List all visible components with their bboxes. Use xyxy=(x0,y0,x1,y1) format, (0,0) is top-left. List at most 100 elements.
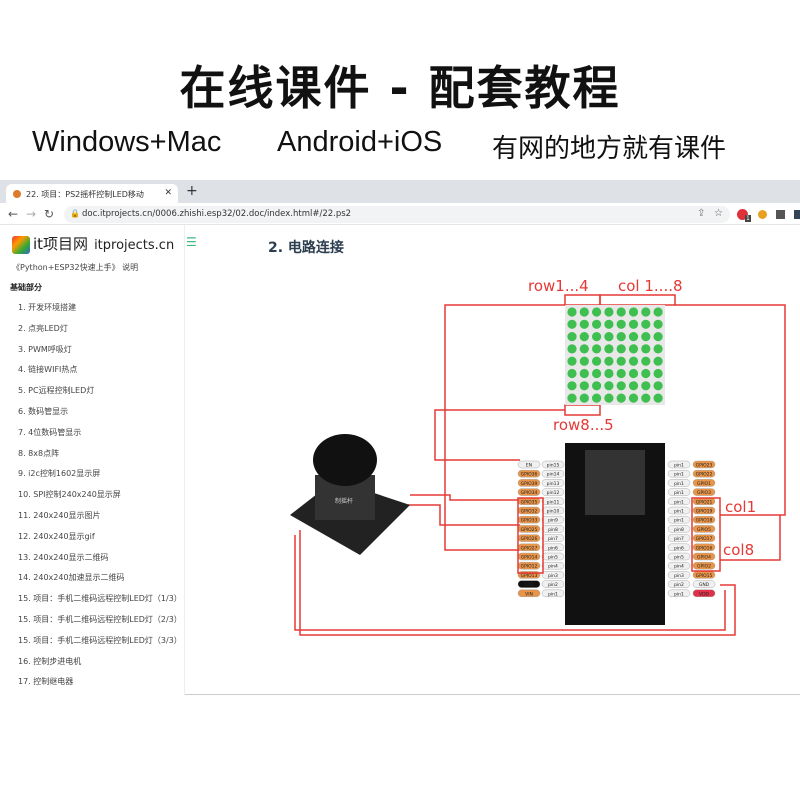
right-pin-number: pin1 xyxy=(667,488,691,496)
led-dot xyxy=(579,332,589,342)
led-dot xyxy=(579,344,589,354)
extension3-icon[interactable] xyxy=(794,210,800,219)
right-pin-name: GPIO1 xyxy=(692,479,716,487)
svg-text:GPIO5: GPIO5 xyxy=(697,527,711,533)
svg-text:pin8: pin8 xyxy=(674,527,684,533)
led-dot xyxy=(641,368,651,379)
sidebar-item[interactable]: 2. 点亮LED灯 xyxy=(18,323,68,333)
sidebar-item[interactable]: 17. 控制继电器 xyxy=(18,677,74,687)
led-dot xyxy=(579,368,589,379)
extension-icon[interactable] xyxy=(737,209,748,220)
led-dot xyxy=(628,344,639,354)
sidebar-item[interactable]: 6. 数码管显示 xyxy=(18,407,69,416)
sidebar-item[interactable]: 8. 8x8点阵 xyxy=(18,448,60,458)
sidebar-item[interactable]: 3. PWM呼吸灯 xyxy=(18,344,72,354)
right-pin-name: GPIO4 xyxy=(692,552,716,561)
svg-text:pin1: pin1 xyxy=(674,591,684,597)
left-pin-name: GPIO36 xyxy=(517,469,541,478)
sidebar-item[interactable]: 4. 链接WIFI热点 xyxy=(18,365,78,375)
led-dot xyxy=(653,332,663,342)
left-pin-name: GPIO35 xyxy=(517,497,541,505)
led-dot xyxy=(653,344,663,354)
share-icon[interactable]: ⇪ xyxy=(697,208,706,219)
sidebar-item[interactable]: 1. 开发环境搭建 xyxy=(18,303,77,312)
right-pin-number: pin1 xyxy=(667,497,691,505)
sidebar-item[interactable]: 11. 240x240显示图片 xyxy=(18,511,101,520)
sidebar-item[interactable]: 13. 240x240显示二维码 xyxy=(18,552,109,562)
svg-text:pin14: pin14 xyxy=(547,472,560,478)
led-dot xyxy=(641,393,651,403)
svg-text:GPIO32: GPIO32 xyxy=(521,509,538,515)
esp32-module xyxy=(585,450,645,515)
led-dot xyxy=(653,356,663,366)
new-tab-button[interactable]: + xyxy=(186,183,198,199)
svg-text:VDD: VDD xyxy=(699,591,710,597)
svg-text:pin7: pin7 xyxy=(674,536,684,542)
wire-x xyxy=(410,494,520,501)
platform-mobile: Android+iOS xyxy=(277,126,443,158)
led-dot xyxy=(592,332,602,342)
sidebar-item[interactable]: 5. PC远程控制LED灯 xyxy=(18,386,95,396)
sidebar-intro-link[interactable]: 《Python+ESP32快速上手》 说明 xyxy=(12,263,139,272)
svg-text:GPIO27: GPIO27 xyxy=(521,545,538,551)
right-pin-name: GPIO18 xyxy=(692,516,716,524)
reload-icon[interactable]: ↻ xyxy=(44,207,55,221)
svg-text:GND: GND xyxy=(699,582,710,588)
sidebar-item[interactable]: 12. 240x240显示gif xyxy=(18,531,95,541)
bookmark-star-icon[interactable]: ☆ xyxy=(714,208,723,219)
svg-text:GPIO26: GPIO26 xyxy=(521,536,538,542)
svg-text:pin11: pin11 xyxy=(547,499,560,505)
left-pin-number: pin2 xyxy=(541,580,565,588)
extension2-icon[interactable] xyxy=(758,210,767,219)
led-dot xyxy=(592,344,602,354)
svg-text:pin1: pin1 xyxy=(674,490,684,496)
sidebar-item[interactable]: 15. 项目：手机二维码远程控制LED灯（3/3） xyxy=(18,635,182,645)
browser-tab[interactable]: 22. 项目：PS2摇杆控制LED移动 ✕ xyxy=(6,184,178,203)
led-dot xyxy=(616,319,626,329)
sidebar-item[interactable]: 14. 240x240加速显示二维码 xyxy=(18,573,125,583)
tab-title: 22. 项目：PS2摇杆控制LED移动 xyxy=(26,190,144,199)
back-icon[interactable]: ← xyxy=(8,207,19,221)
svg-text:pin6: pin6 xyxy=(674,545,684,551)
left-pin-name: GPIO26 xyxy=(517,534,541,542)
right-pin-number: pin1 xyxy=(667,516,691,524)
right-pin-name: GPIO16 xyxy=(692,543,716,551)
svg-text:EN: EN xyxy=(526,463,532,469)
sidebar-item[interactable]: 15. 项目：手机二维码远程控制LED灯（2/3） xyxy=(18,615,182,624)
svg-text:pin2: pin2 xyxy=(548,582,558,588)
qr-extension-icon[interactable] xyxy=(776,210,785,219)
url-input[interactable]: doc.itprojects.cn/0006.zhishi.esp32/02.d… xyxy=(82,209,352,219)
menu-toggle-icon[interactable]: ☰ xyxy=(186,235,197,249)
led-dot xyxy=(592,307,602,317)
sidebar-item[interactable]: 15. 项目：手机二维码远程控制LED灯（1/3） xyxy=(18,594,182,604)
lock-icon: 🔒 xyxy=(70,209,80,218)
led-dot xyxy=(604,344,614,354)
svg-text:GND: GND xyxy=(524,582,535,588)
svg-text:GPIO14: GPIO14 xyxy=(521,555,538,561)
left-pin-number: pin15 xyxy=(541,460,565,469)
svg-text:GPIO22: GPIO22 xyxy=(696,472,713,478)
svg-text:pin5: pin5 xyxy=(674,555,684,561)
sidebar-item[interactable]: 9. i2c控制1602显示屏 xyxy=(18,469,101,479)
sidebar-item[interactable]: 16. 控制步进电机 xyxy=(18,656,82,666)
sidebar-item[interactable]: 7. 4位数码管显示 xyxy=(18,427,82,437)
left-pin-name: GPIO27 xyxy=(517,543,541,551)
led-dot xyxy=(579,356,589,366)
svg-text:GPIO1: GPIO1 xyxy=(697,481,711,487)
banner-title: 在线课件 - 配套教程 xyxy=(179,61,621,115)
forward-icon[interactable]: → xyxy=(26,207,37,221)
led-dot xyxy=(604,368,614,379)
svg-text:pin10: pin10 xyxy=(547,509,560,515)
led-dot xyxy=(653,307,663,317)
svg-text:GPIO12: GPIO12 xyxy=(521,564,538,570)
row8-highlight xyxy=(564,404,601,416)
left-pin-name: GPIO32 xyxy=(517,506,541,515)
close-tab-icon[interactable]: ✕ xyxy=(164,188,172,198)
led-dot xyxy=(604,319,614,329)
sidebar-item[interactable]: 10. SPI控制240x240显示屏 xyxy=(18,490,121,500)
led-dot xyxy=(653,319,663,329)
left-pin-name: GPIO39 xyxy=(517,479,541,487)
led-dot xyxy=(592,319,602,329)
left-pin-number: pin13 xyxy=(541,479,565,487)
